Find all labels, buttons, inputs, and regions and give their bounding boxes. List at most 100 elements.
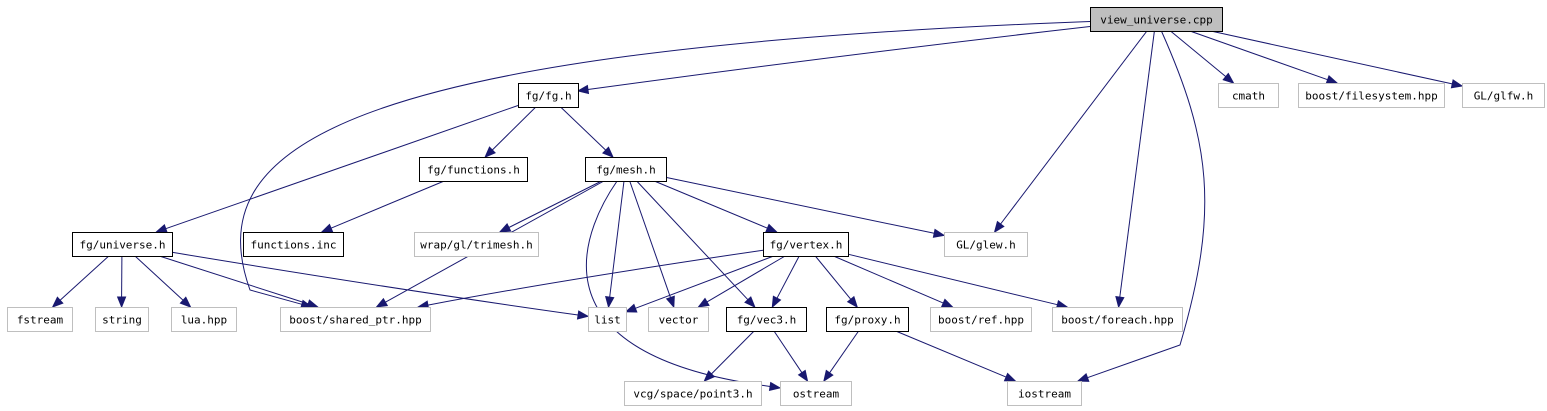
node-functions-inc[interactable]: functions.inc <box>243 232 344 257</box>
node-proxy-h[interactable]: fg/proxy.h <box>826 307 909 332</box>
arrowhead-vec3_h-to-point3 <box>703 370 716 382</box>
edge-mesh_h-to-vertex_h <box>654 180 768 229</box>
arrowhead-view_universe-to-boost_foreach <box>1115 296 1125 309</box>
node-box <box>726 307 807 332</box>
node-label: fg/vertex.h <box>770 239 843 252</box>
arrowhead-mesh_h-to-glew <box>932 228 946 238</box>
arrowhead-fg_h-to-mesh_h <box>602 146 614 158</box>
node-vector: vector <box>648 307 709 332</box>
node-label: ostream <box>793 388 840 401</box>
edge-vertex_h-to-shared_ptr <box>427 249 764 306</box>
arrowhead-mesh_h-to-ostream <box>768 381 782 392</box>
arrowhead-vec3_h-to-ostream <box>797 369 809 383</box>
node-label: boost/foreach.hpp <box>1061 314 1174 327</box>
edges-layer <box>51 21 1464 392</box>
node-label: wrap/gl/trimesh.h <box>420 239 533 252</box>
arrowhead-universe_h-to-string <box>116 296 127 309</box>
node-label: fg/universe.h <box>79 239 165 252</box>
arrowhead-fg_h-to-universe_h <box>155 224 168 234</box>
node-box <box>1462 83 1545 108</box>
node-vertex-h[interactable]: fg/vertex.h <box>763 232 849 257</box>
edge-proxy_h-to-ostream <box>829 330 860 374</box>
edge-universe_h-to-list <box>171 251 579 316</box>
node-ostream: ostream <box>780 381 852 406</box>
edge-mesh_h-to-glew <box>665 176 935 234</box>
node-lua: lua.hpp <box>171 307 237 332</box>
arrowhead-vertex_h-to-proxy_h <box>846 295 859 309</box>
edge-fg_h-to-functions_h <box>491 106 537 151</box>
edge-fg_h-to-universe_h <box>165 105 519 230</box>
node-glfw: GL/glfw.h <box>1462 83 1545 108</box>
node-box <box>419 157 528 182</box>
arrowhead-proxy_h-to-iostream <box>1003 372 1017 382</box>
node-box <box>648 307 709 332</box>
edge-vec3_h-to-ostream <box>773 330 803 373</box>
edge-functions_h-to-functions_inc <box>330 180 445 229</box>
node-label: cmath <box>1232 90 1265 103</box>
node-label: fg/proxy.h <box>834 314 900 327</box>
node-box <box>944 232 1028 257</box>
edge-fg_h-to-mesh_h <box>560 106 607 151</box>
edge-mesh_h-to-vector <box>629 180 671 298</box>
arrowhead-universe_h-to-list <box>576 310 590 320</box>
edge-vertex_h-to-vec3_h <box>776 255 800 299</box>
node-boost-fs: boost/filesystem.hpp <box>1298 83 1445 108</box>
edge-mesh_h-to-list <box>609 180 625 298</box>
node-point3: vcg/space/point3.h <box>624 381 762 406</box>
node-box <box>1007 381 1082 406</box>
edge-view_universe-to-cmath <box>1170 30 1227 77</box>
node-label: vcg/space/point3.h <box>633 388 752 401</box>
node-label: lua.hpp <box>181 314 227 327</box>
node-universe-h[interactable]: fg/universe.h <box>72 232 173 257</box>
node-iostream: iostream <box>1007 381 1082 406</box>
edge-vertex_h-to-boost_ref <box>833 255 944 304</box>
arrowhead-proxy_h-to-ostream <box>823 369 834 383</box>
edge-view_universe-to-glew <box>1000 30 1148 225</box>
edge-view_universe-to-iostream <box>1087 30 1206 379</box>
edge-universe_h-to-fstream <box>59 255 110 301</box>
arrowhead-mesh_h-to-vector <box>665 295 675 309</box>
arrowhead-view_universe-to-fg_h <box>576 84 590 95</box>
arrowhead-universe_h-to-fstream <box>51 296 64 308</box>
arrowhead-mesh_h-to-vec3_h <box>744 296 756 308</box>
node-box <box>1218 83 1279 108</box>
node-mesh-h[interactable]: fg/mesh.h <box>585 157 667 182</box>
edge-vec3_h-to-point3 <box>711 330 755 375</box>
node-vec3-h[interactable]: fg/vec3.h <box>726 307 807 332</box>
edge-universe_h-to-lua <box>134 255 184 301</box>
node-box <box>518 83 579 108</box>
edge-mesh_h-to-trimesh <box>508 180 602 228</box>
node-box <box>243 232 344 257</box>
node-functions-h[interactable]: fg/functions.h <box>419 157 528 182</box>
node-box <box>280 307 431 332</box>
node-fstream: fstream <box>7 307 73 332</box>
node-label: list <box>594 314 621 327</box>
arrowhead-view_universe-to-boost_fs <box>1325 75 1339 84</box>
node-box <box>763 232 849 257</box>
arrowhead-functions_h-to-functions_inc <box>320 223 334 233</box>
node-view-universe[interactable]: view_universe.cpp <box>1090 7 1223 32</box>
node-label: fg/fg.h <box>525 90 571 103</box>
arrowhead-mesh_h-to-trimesh <box>498 223 512 233</box>
node-label: string <box>102 314 142 327</box>
node-box <box>72 232 173 257</box>
arrowhead-view_universe-to-cmath <box>1222 72 1235 84</box>
edge-vertex_h-to-proxy_h <box>814 255 852 300</box>
node-label: fg/vec3.h <box>737 314 797 327</box>
arrowhead-view_universe-to-glfw <box>1450 79 1464 89</box>
node-boost-ref: boost/ref.hpp <box>930 307 1032 332</box>
node-label: boost/ref.hpp <box>938 314 1024 327</box>
node-fg-h[interactable]: fg/fg.h <box>518 83 579 108</box>
node-list: list <box>588 307 627 332</box>
node-box <box>95 307 149 332</box>
edge-mesh_h-to-vec3_h <box>636 180 749 301</box>
node-cmath: cmath <box>1218 83 1279 108</box>
node-box <box>930 307 1032 332</box>
node-box <box>588 307 627 332</box>
node-box <box>585 157 667 182</box>
arrowhead-fg_h-to-functions_h <box>484 146 496 158</box>
node-label: vector <box>659 314 699 327</box>
node-box <box>826 307 909 332</box>
node-label: boost/shared_ptr.hpp <box>289 314 421 327</box>
